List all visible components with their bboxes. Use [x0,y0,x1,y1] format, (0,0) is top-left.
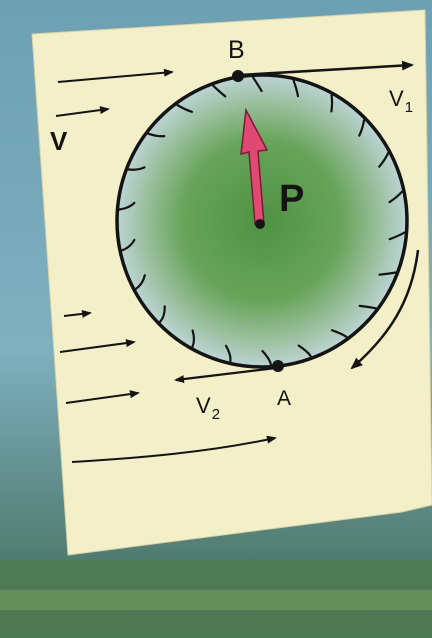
cylinder-center-dot [255,219,265,229]
top-velocity-letter: V [389,86,404,111]
force-label: P [279,180,304,218]
rim-tick [331,95,332,111]
ground-strip-light [0,590,432,610]
top-velocity-label: V1 [389,88,413,110]
point-a-label: A [277,388,291,409]
bottom-velocity-letter: V [196,393,211,418]
bottom-velocity-subscript: 2 [212,406,220,423]
point-b-label: B [228,38,245,63]
flow-velocity-label: V [50,128,67,154]
point-a-dot [272,360,284,372]
bottom-velocity-label: V2 [196,395,220,417]
top-velocity-subscript: 1 [405,99,413,116]
